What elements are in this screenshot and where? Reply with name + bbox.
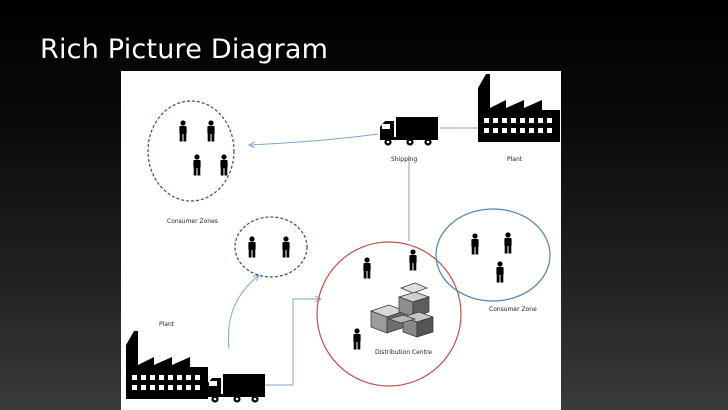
person-icon	[248, 236, 256, 258]
boxes-icon	[369, 282, 435, 338]
slide-title: Rich Picture Diagram	[40, 34, 329, 65]
flow-arrows	[227, 127, 478, 386]
plant-top-label: Plant	[507, 156, 523, 163]
plant-top-icon	[478, 74, 560, 142]
plant-truck-icon	[207, 374, 265, 403]
person-icon	[220, 154, 228, 176]
person-icon	[496, 261, 504, 283]
arrow-shipping-to-consumer-zones	[249, 133, 379, 145]
plant-bottom-icon	[126, 331, 208, 399]
consumer-zones-people	[179, 120, 228, 176]
shipping-label: Shipping	[391, 156, 418, 163]
arrow-plant-to-small-consumer-zone	[227, 275, 259, 350]
distribution-centre-label: Distribution Centre	[375, 349, 432, 356]
diagram-svg	[126, 74, 560, 403]
consumer-zones-ellipse	[147, 100, 235, 202]
person-icon	[282, 236, 290, 258]
diagram-canvas: Shipping Plant Consumer Zones Consumer Z…	[121, 71, 561, 410]
plant-bottom-label: Plant	[159, 321, 175, 328]
distribution-centre-circle	[316, 241, 462, 387]
person-icon	[363, 257, 371, 279]
person-icon	[353, 328, 361, 350]
arrow-truck-to-distribution	[265, 299, 321, 386]
small-consumer-zone-ellipse	[234, 216, 308, 278]
consumer-zone-label: Consumer Zone	[489, 306, 537, 313]
person-icon	[179, 120, 187, 142]
person-icon	[471, 233, 479, 255]
shipping-truck-icon	[380, 117, 438, 146]
person-icon	[409, 249, 417, 271]
person-icon	[504, 232, 512, 254]
consumer-zone-circle	[435, 208, 551, 302]
consumer-zone-people	[471, 232, 512, 283]
consumer-zones-label: Consumer Zones	[167, 218, 218, 225]
small-zone-people	[248, 236, 290, 258]
person-icon	[207, 120, 215, 142]
person-icon	[193, 154, 201, 176]
